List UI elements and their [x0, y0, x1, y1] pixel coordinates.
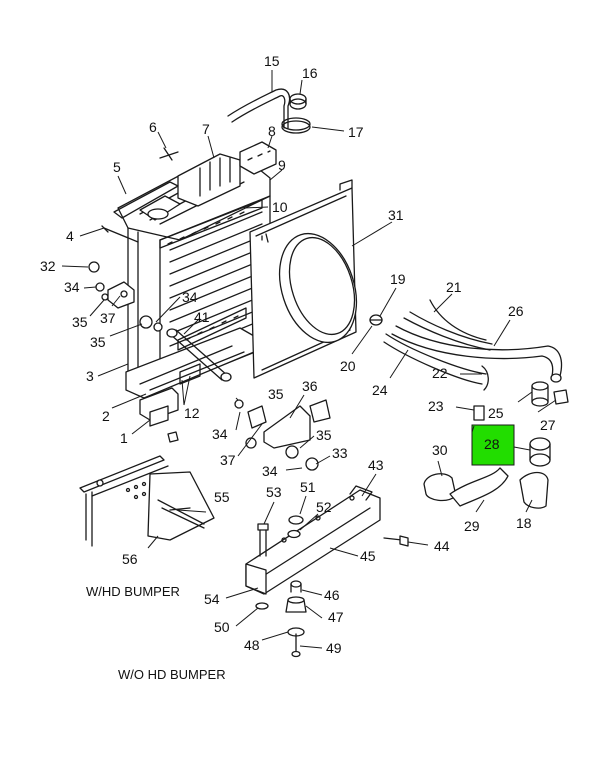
hose-26: [391, 325, 563, 383]
callout-34c: 34: [212, 426, 228, 442]
caption-wo-hd-bumper: W/O HD BUMPER: [118, 667, 226, 682]
cap-16: [289, 93, 307, 110]
pin-6: [159, 147, 179, 161]
callout-51: 51: [300, 479, 316, 495]
callout-23: 23: [428, 398, 444, 414]
callout-49: 49: [326, 640, 342, 656]
hose-29: [449, 467, 509, 507]
callout-18: 18: [516, 515, 532, 531]
callout-54: 54: [204, 591, 220, 607]
callout-labels: 15 16 17 6 7 8 5 9 10 31 4 32 34 19 21 3…: [40, 53, 556, 656]
callout-17: 17: [348, 124, 364, 140]
callout-33: 33: [332, 445, 348, 461]
callout-52: 52: [316, 499, 332, 515]
callout-4: 4: [66, 228, 74, 244]
callout-5: 5: [113, 159, 121, 175]
highlight-28[interactable]: [471, 424, 515, 466]
hose-21: [403, 299, 493, 351]
callout-47: 47: [328, 609, 344, 625]
crossmember-45: [245, 485, 381, 595]
callout-55: 55: [214, 489, 230, 505]
callout-50: 50: [214, 619, 230, 635]
callout-9: 9: [278, 157, 286, 173]
isolator-stack: [255, 580, 307, 658]
callout-19: 19: [390, 271, 406, 287]
callout-7: 7: [202, 121, 210, 137]
hose-24: [383, 333, 487, 385]
callout-27: 27: [540, 417, 556, 433]
callout-37b: 37: [220, 452, 236, 468]
callout-10: 10: [272, 199, 288, 215]
callout-41: 41: [194, 309, 210, 325]
strut-41: [166, 328, 232, 382]
fitting-19: [369, 314, 383, 326]
callout-37a: 37: [100, 310, 116, 326]
callout-8: 8: [268, 123, 276, 139]
radiator-assembly: [113, 153, 271, 399]
callout-21: 21: [446, 279, 462, 295]
callout-35c: 35: [268, 386, 284, 402]
rod-4: [101, 225, 139, 243]
callout-31: 31: [388, 207, 404, 223]
callout-35d: 35: [316, 427, 332, 443]
callout-28: 28: [484, 436, 500, 452]
lower-bracket: [139, 363, 201, 443]
fitting-27: [553, 389, 569, 405]
callout-36: 36: [302, 378, 318, 394]
callout-56: 56: [122, 551, 138, 567]
left-mount-hardware: [88, 261, 163, 332]
callout-44: 44: [434, 538, 450, 554]
callout-1: 1: [120, 430, 128, 446]
callout-24: 24: [372, 382, 388, 398]
elbow-23: [473, 405, 485, 421]
upper-hose-15: [227, 88, 291, 129]
leader-lines: [61, 70, 557, 649]
washer-51: [288, 515, 304, 525]
callout-34d: 34: [262, 463, 278, 479]
fan-shroud: [249, 179, 358, 379]
callout-22: 22: [432, 365, 448, 381]
caption-hd-bumper: W/HD BUMPER: [86, 584, 180, 599]
hose-30: [423, 473, 457, 502]
callout-16: 16: [302, 65, 318, 81]
callout-45: 45: [360, 548, 376, 564]
callout-26: 26: [508, 303, 524, 319]
bolt-53: [257, 523, 269, 557]
callout-20: 20: [340, 358, 356, 374]
mount-hardware-right: [234, 399, 331, 471]
hd-bumper-bracket: [79, 455, 215, 547]
callout-32: 32: [40, 258, 56, 274]
callout-12: 12: [184, 405, 200, 421]
clip-22: [481, 365, 489, 391]
callout-48: 48: [244, 637, 260, 653]
callout-34a: 34: [64, 279, 80, 295]
hose-18: [519, 437, 551, 509]
callout-2: 2: [102, 408, 110, 424]
callout-35a: 35: [72, 314, 88, 330]
callout-25: 25: [488, 405, 504, 421]
clamp-17: [281, 117, 311, 134]
bolt-44: [383, 535, 409, 547]
callout-34b: 34: [182, 289, 198, 305]
washer-52: [287, 529, 301, 539]
callout-53: 53: [266, 484, 282, 500]
callout-43: 43: [368, 457, 384, 473]
callout-30: 30: [432, 442, 448, 458]
callout-15: 15: [264, 53, 280, 69]
callout-3: 3: [86, 368, 94, 384]
bracket-8: [239, 141, 277, 175]
callout-35b: 35: [90, 334, 106, 350]
callout-46: 46: [324, 587, 340, 603]
callout-6: 6: [149, 119, 157, 135]
callout-29: 29: [464, 518, 480, 534]
cap-25: [531, 381, 549, 407]
